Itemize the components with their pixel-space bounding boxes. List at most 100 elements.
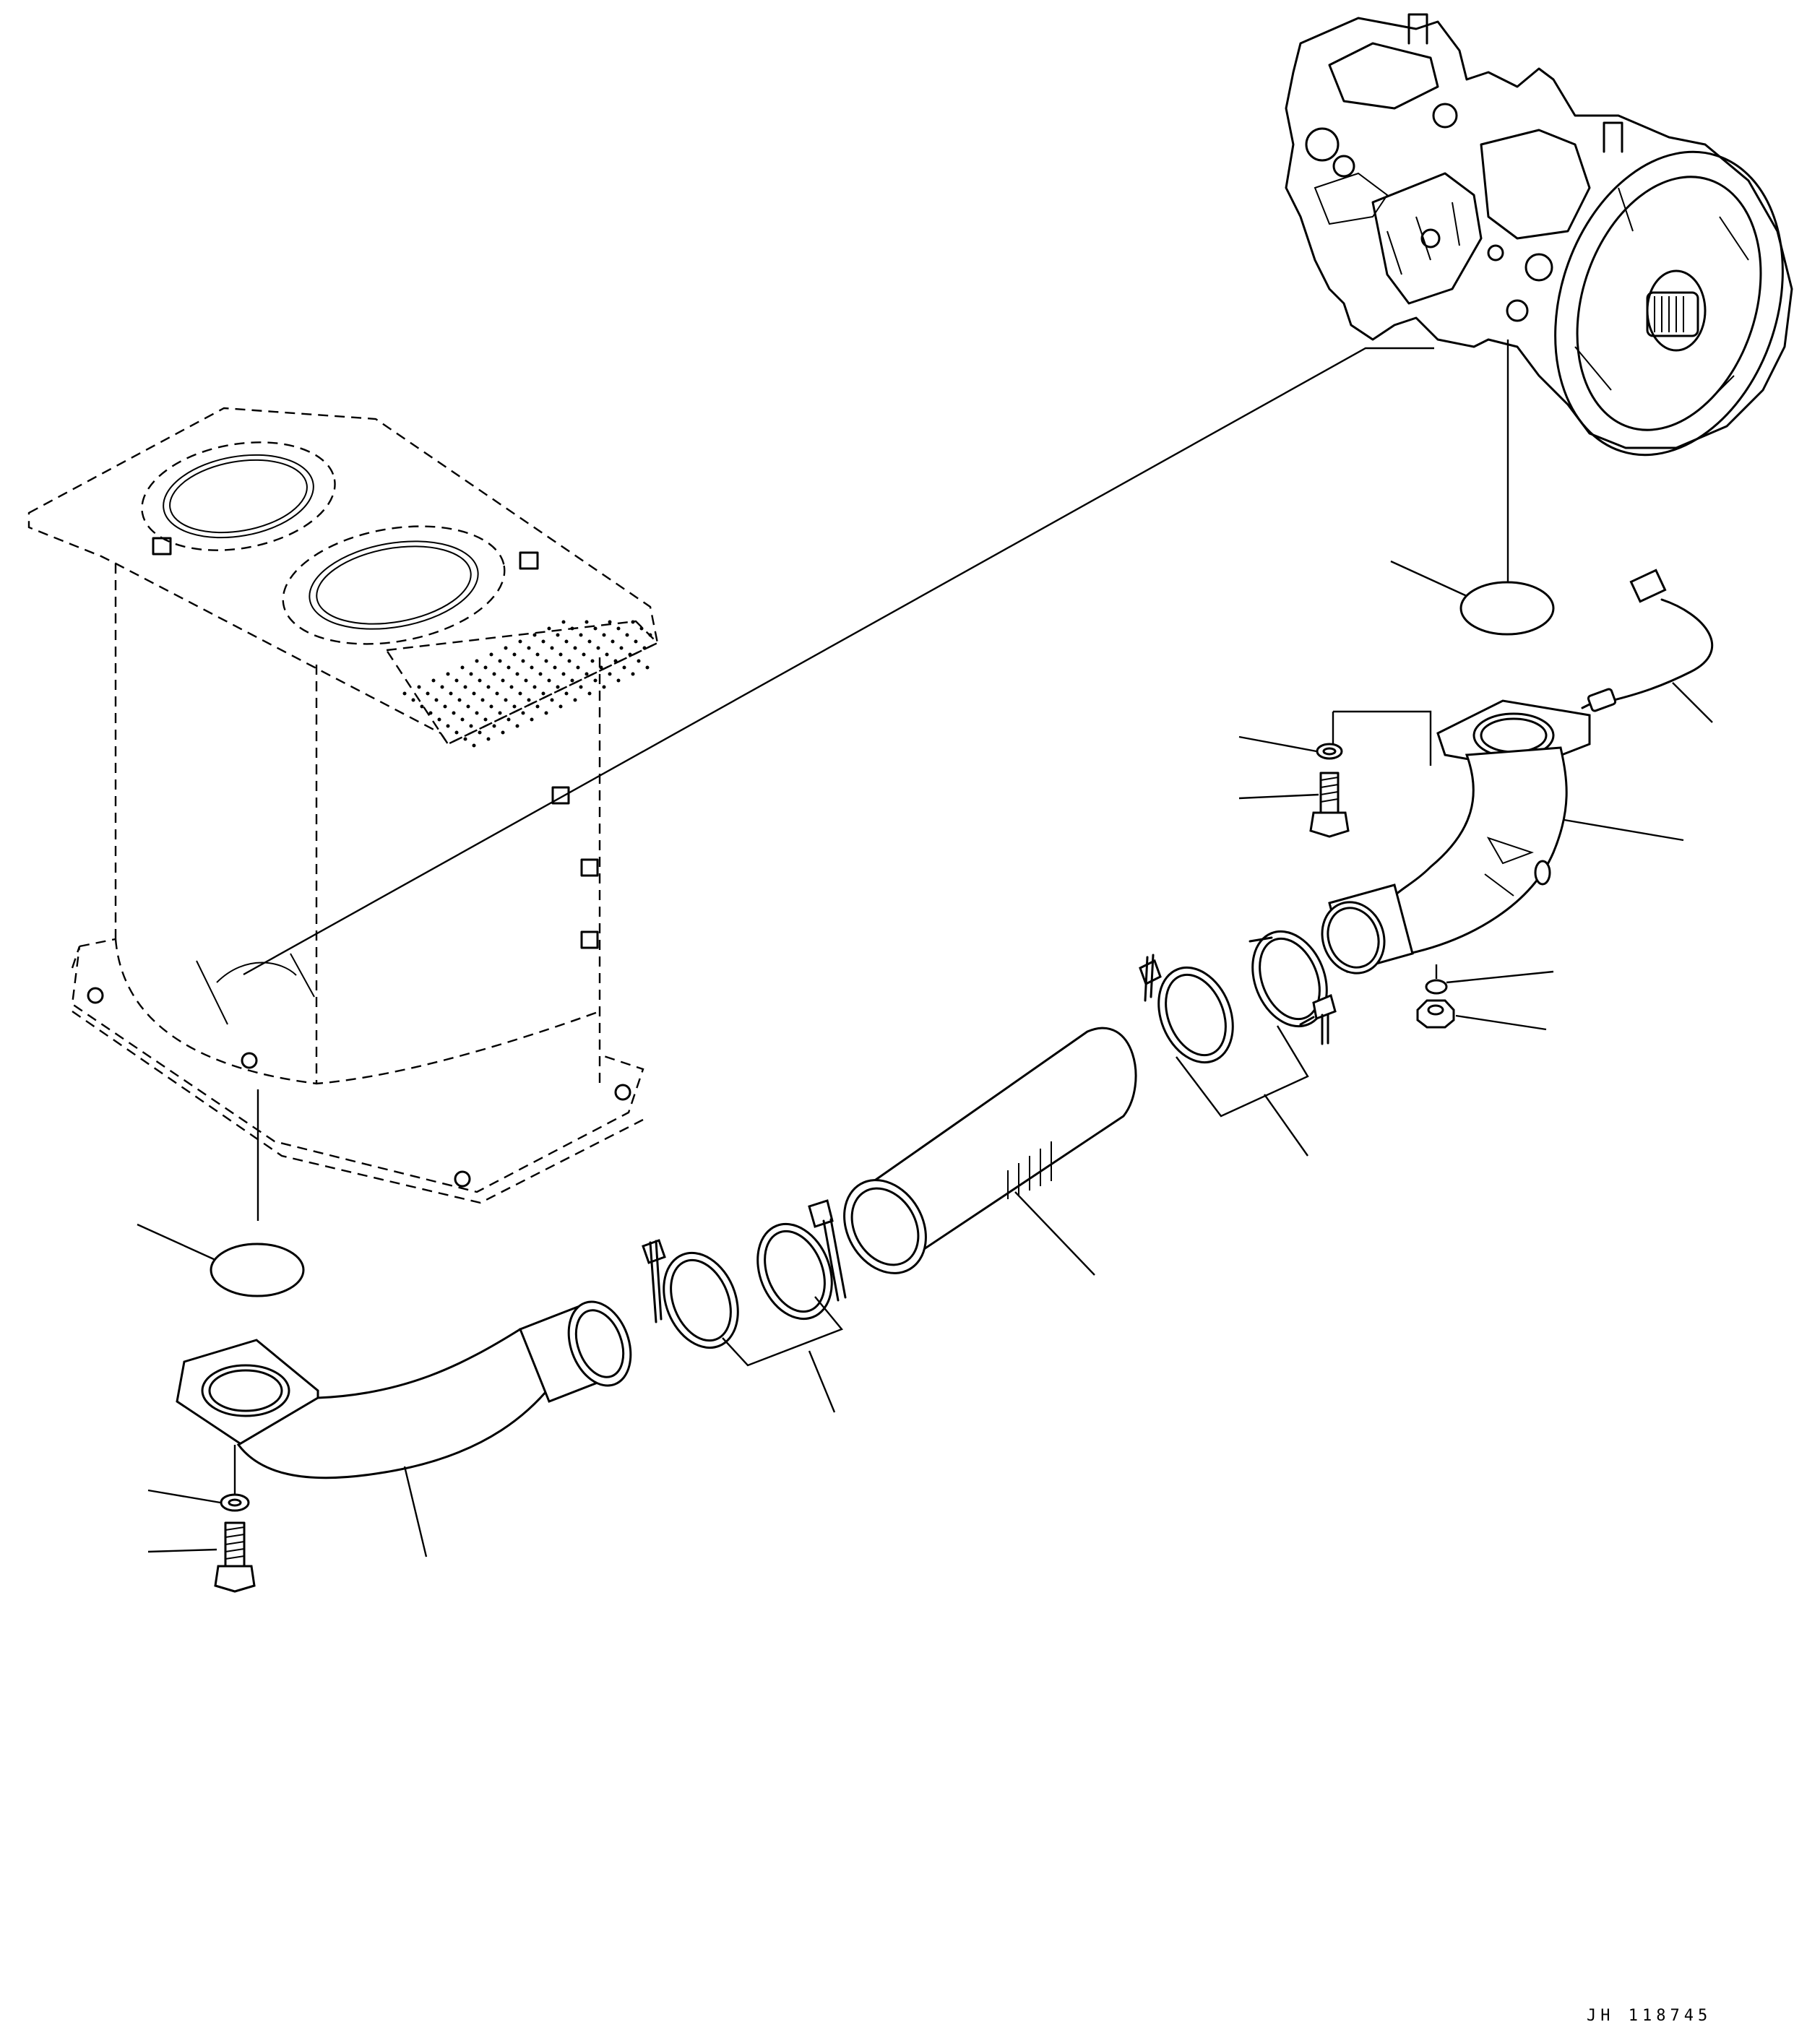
grille-dot [544, 711, 548, 715]
grille-dot [570, 678, 574, 683]
grille-dot [518, 639, 522, 644]
grille-dot [541, 639, 545, 644]
grille-dot [558, 704, 563, 709]
grille-dot [634, 639, 638, 644]
grille-dot [486, 685, 491, 689]
grille-dot [550, 646, 554, 650]
grille-dot [515, 724, 519, 728]
o-ring-lower [210, 1243, 305, 1297]
grille-dot [558, 652, 563, 657]
grille-dot [556, 685, 560, 689]
grille-dot [506, 717, 511, 722]
hydraulic-pump [1285, 13, 1793, 457]
grille-dot [489, 652, 493, 657]
grille-dot [486, 737, 491, 741]
grille-dot [544, 659, 548, 663]
grille-dot [431, 678, 436, 683]
grille-dot [521, 711, 525, 715]
grille-dot [463, 737, 467, 741]
grille-dot [608, 672, 612, 676]
grille-dot [645, 665, 650, 670]
grille-dot [530, 717, 534, 722]
grille-dot [616, 626, 621, 631]
grille-dot [625, 633, 629, 637]
grille-dot [622, 665, 626, 670]
grille-dot [561, 672, 566, 676]
grille-dot [475, 711, 479, 715]
grille-dot [532, 685, 537, 689]
grille-dot [631, 672, 635, 676]
washer-lower [147, 1489, 250, 1512]
grille-dot [469, 672, 473, 676]
grille-dot [402, 691, 407, 696]
grille-dot [504, 646, 508, 650]
grille-dot [501, 730, 505, 735]
grille-dot [550, 698, 554, 702]
grille-dot [611, 639, 615, 644]
grille-dot [567, 659, 572, 663]
grille-dot [648, 633, 652, 637]
grille-dot [495, 691, 499, 696]
grille-dot [564, 639, 569, 644]
grille-dot [506, 665, 511, 670]
grille-dot [452, 711, 456, 715]
grille-dot [480, 698, 485, 702]
grille-dot [561, 620, 566, 624]
grille-dot [434, 698, 439, 702]
grille-dot [509, 685, 514, 689]
grille-dot [593, 626, 598, 631]
grille-dot [457, 698, 462, 702]
grille-dot [547, 626, 551, 631]
grille-dot [631, 620, 635, 624]
grille-dot [579, 685, 583, 689]
grille-dot [498, 711, 502, 715]
grille-dot [619, 646, 624, 650]
grille-dot [518, 691, 522, 696]
drawing-code: JH 118745 [1587, 2007, 1712, 2025]
sensor-harness [1581, 569, 1714, 723]
grille-dot [512, 704, 517, 709]
grille-dot [535, 652, 540, 657]
grille-dot [587, 639, 592, 644]
grille-dot [530, 665, 534, 670]
grille-dot [532, 633, 537, 637]
grille-dot [454, 730, 459, 735]
grille-dot [443, 704, 447, 709]
grille-dot [573, 646, 577, 650]
grille-dot [553, 665, 557, 670]
grille-dot [420, 704, 424, 709]
o-ring-plug [1425, 970, 1554, 995]
grille-dot [637, 659, 641, 663]
grille-dot [463, 685, 467, 689]
grille-dot [605, 652, 609, 657]
grille-dot [501, 678, 505, 683]
grille-dot [582, 652, 586, 657]
grille-dot [426, 691, 430, 696]
grille-dot [475, 659, 479, 663]
grille-dot [478, 678, 482, 683]
grille-dot [504, 698, 508, 702]
grille-dot [556, 633, 560, 637]
grille-dot [576, 665, 580, 670]
grille-dot [587, 691, 592, 696]
leader-lines [243, 340, 1509, 1221]
grille-dot [639, 626, 644, 631]
grille-dot [449, 691, 453, 696]
grille-dot [585, 672, 589, 676]
grille-dot [472, 743, 476, 748]
bolt-lower [147, 1521, 256, 1593]
hose [843, 1027, 1137, 1276]
grille-dot [585, 620, 589, 624]
o-ring-upper [1459, 581, 1555, 636]
grille-dot [411, 698, 415, 702]
grille-dot [535, 704, 540, 709]
grille-dot [642, 646, 647, 650]
grille-dot [527, 646, 531, 650]
grille-dot [460, 717, 465, 722]
grille-dot [564, 691, 569, 696]
grille-dot [593, 678, 598, 683]
grille-dot [489, 704, 493, 709]
clamp-pair-lower [642, 1199, 847, 1413]
grille-dot [478, 730, 482, 735]
plug [1416, 999, 1547, 1031]
